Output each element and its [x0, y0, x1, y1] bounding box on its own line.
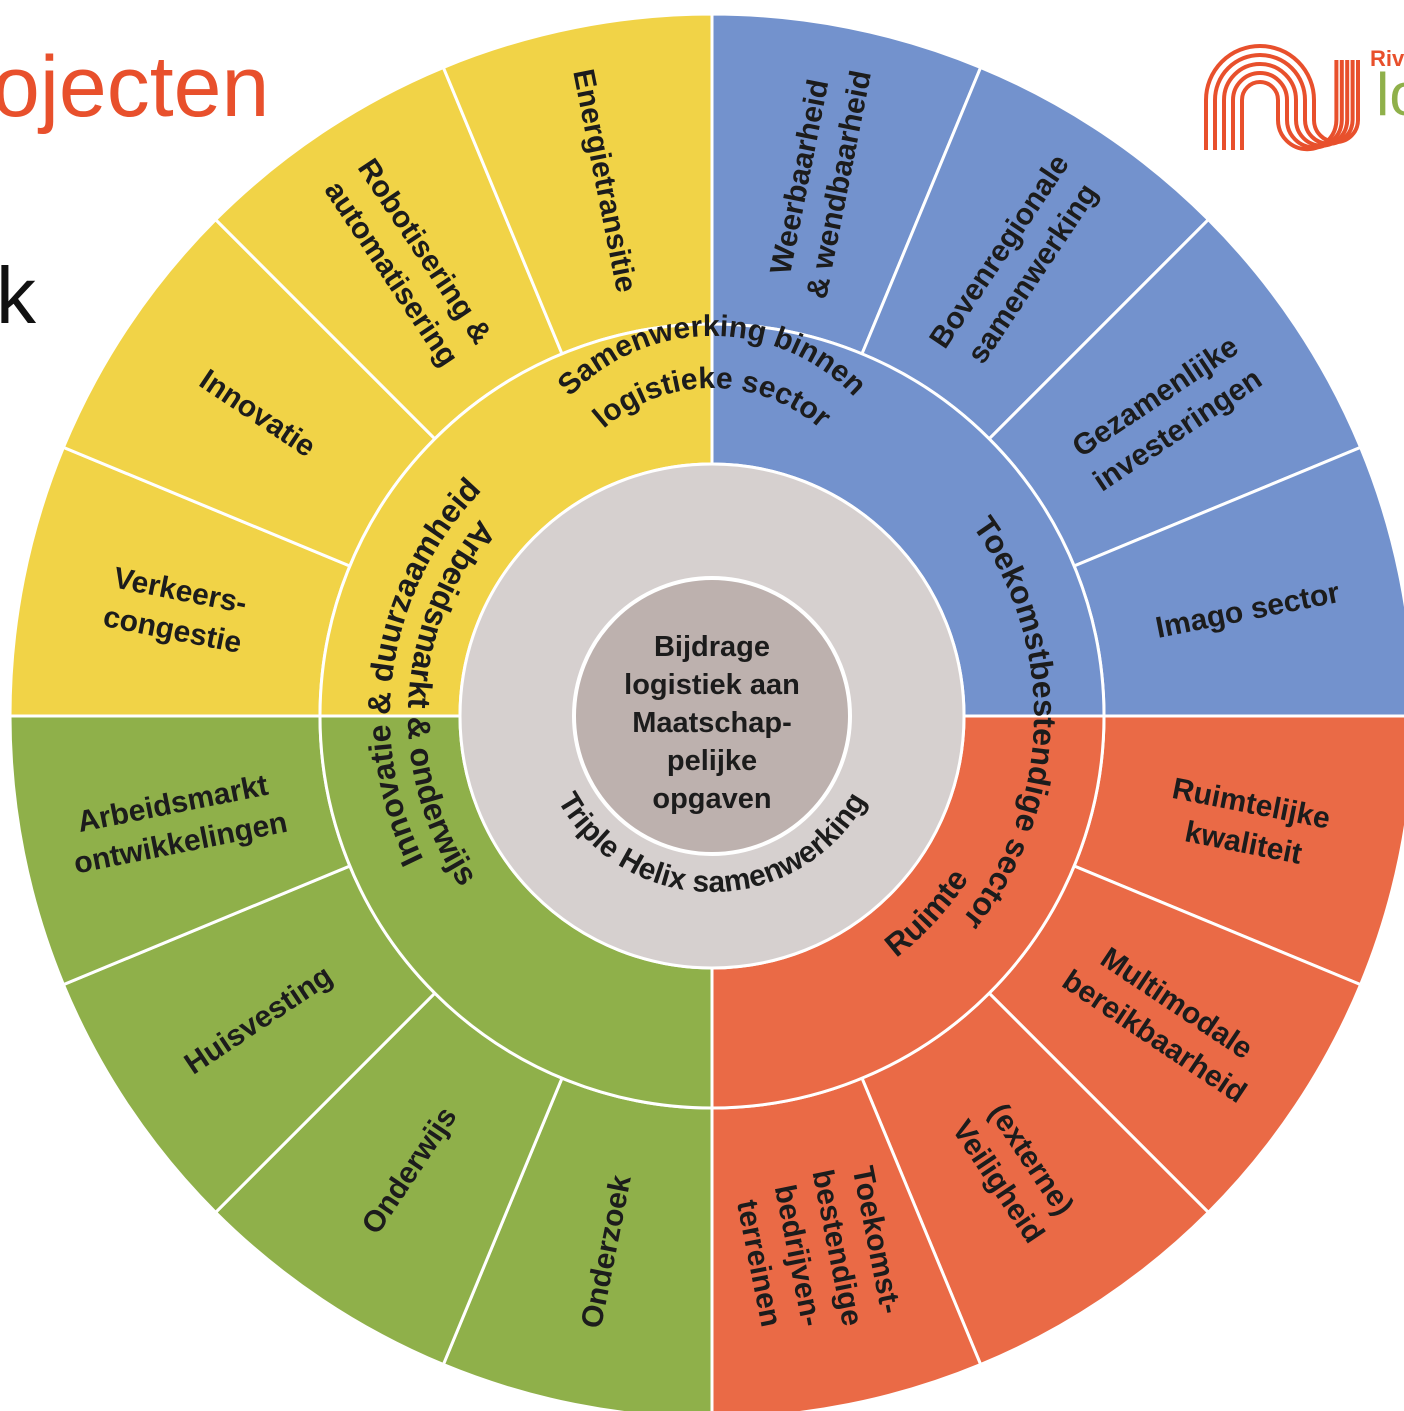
logo-line: [1222, 60, 1350, 150]
logo: [1204, 44, 1360, 152]
logo-line: [1213, 53, 1355, 150]
page-heading: ojecten: [0, 39, 270, 135]
core-circle: [572, 576, 852, 856]
logo-text-big: lo: [1376, 61, 1404, 128]
logo-line: [1240, 60, 1339, 152]
logo-text-small: Rivi: [1370, 46, 1404, 71]
page-text-fragment: k: [0, 251, 36, 340]
logo-line: [1231, 60, 1344, 150]
